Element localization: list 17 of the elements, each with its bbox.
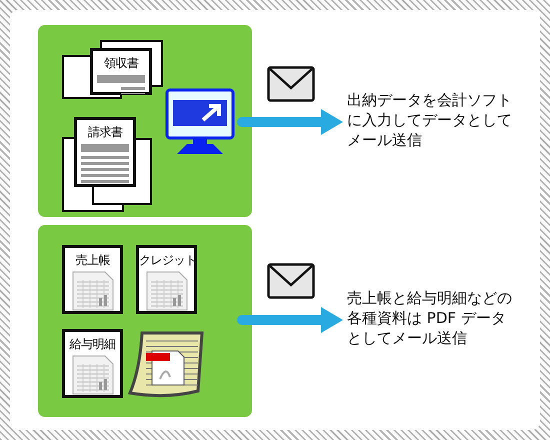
- document-title: クレジット: [139, 252, 194, 269]
- description-text: 売上帳と給与明細などの各種資料は PDF データとしてメール送信: [347, 288, 517, 350]
- monitor-drawing: [165, 88, 235, 155]
- panel: [38, 225, 252, 417]
- document-title: 売上帳: [74, 252, 111, 269]
- arrow: [237, 109, 343, 135]
- spreadsheet-document: [62, 329, 123, 398]
- invoice-document: [74, 117, 136, 187]
- spreadsheet-document: [62, 245, 123, 314]
- document-title: 請求書: [86, 124, 124, 141]
- panel: [38, 25, 252, 217]
- spreadsheet-document: [136, 245, 197, 314]
- document-title: 給与明細: [68, 336, 116, 353]
- arrow: [237, 307, 343, 333]
- description-text: 出納データを会計ソフトに入力してデータとしてメール送信: [347, 90, 517, 152]
- document-title: 領収書: [102, 55, 140, 72]
- receipt-document: [90, 48, 152, 95]
